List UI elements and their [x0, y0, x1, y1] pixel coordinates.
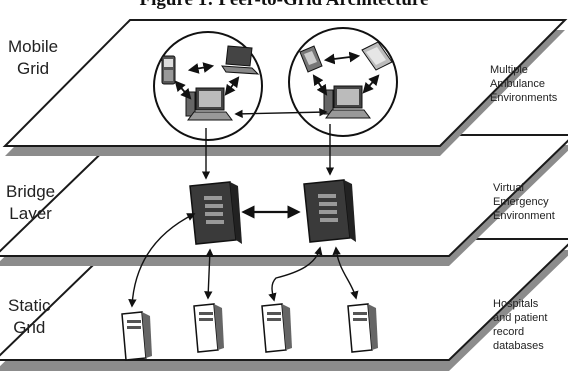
phone-icon [162, 56, 175, 84]
mobile-cluster-right [289, 28, 397, 136]
pc-tower-icon [194, 304, 224, 352]
bridge-layer-description: Virtual Emergency Environment [493, 181, 555, 223]
figure-title: Figure 1: Peer-to-Grid Architecture [0, 0, 568, 11]
pc-tower-icon [122, 312, 152, 360]
bridge-layer-label: Bridge Layer [6, 181, 55, 225]
server-tower-icon [190, 182, 242, 244]
cluster-boundary [289, 28, 397, 136]
server-tower-icon [304, 180, 356, 242]
static-grid-label: Static Grid [8, 295, 51, 339]
mobile-cluster-left [154, 32, 262, 140]
static-grid-description: Hospitals and patient record databases [493, 297, 547, 353]
pc-tower-icon [262, 304, 292, 352]
pc-tower-icon [348, 304, 378, 352]
mobile-grid-description: Multiple Ambulance Environments [490, 63, 557, 105]
mobile-grid-label: Mobile Grid [8, 36, 58, 80]
